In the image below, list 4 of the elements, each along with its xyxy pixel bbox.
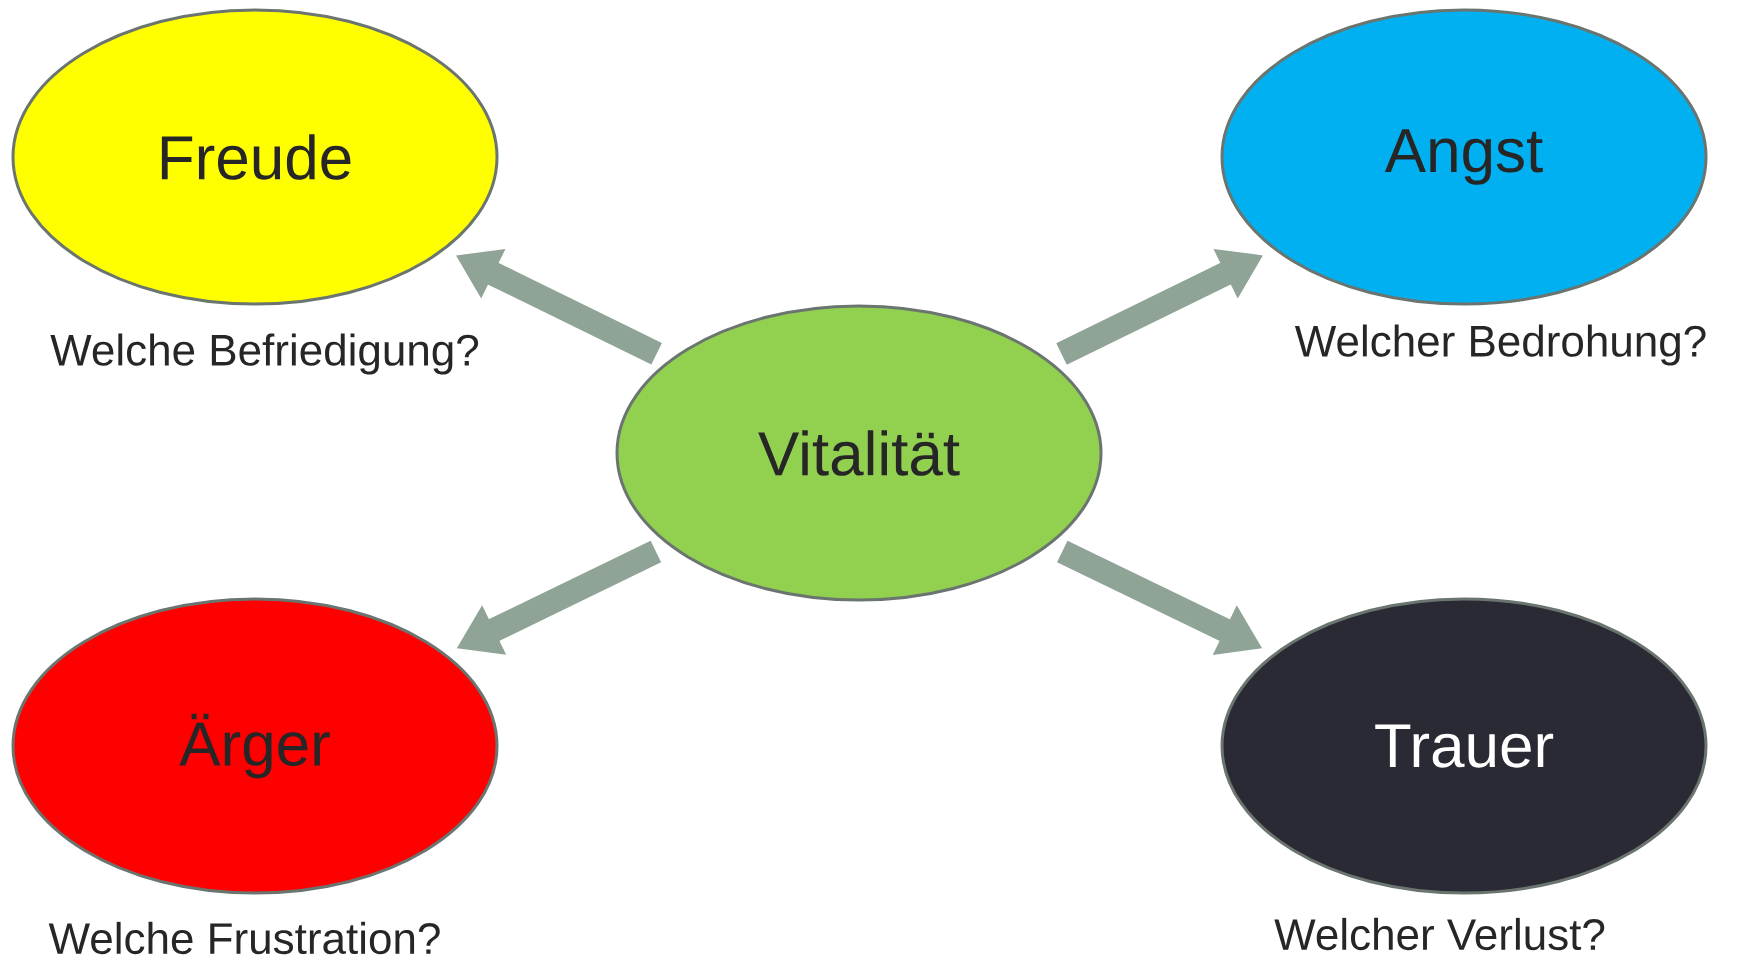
question-text: Welche Befriedigung? xyxy=(50,333,479,375)
question-text: Welcher Bedrohung? xyxy=(1294,324,1706,366)
question-text: Welcher Verlust? xyxy=(1274,917,1605,951)
question-text: Welche Frustration? xyxy=(48,921,440,955)
